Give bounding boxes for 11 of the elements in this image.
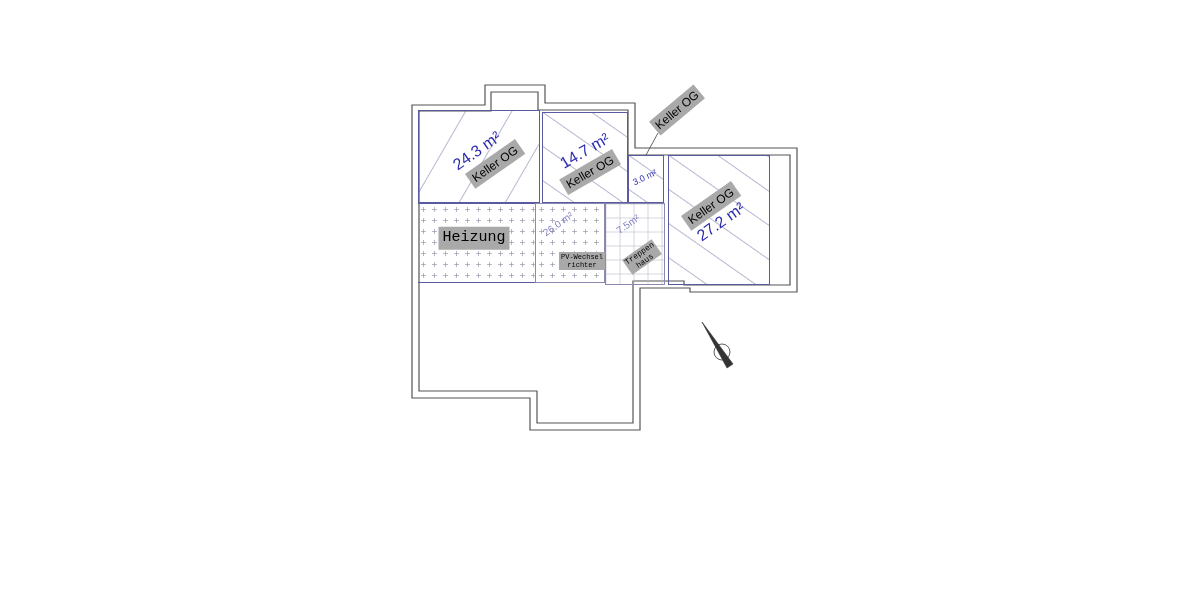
leader-line — [645, 132, 659, 156]
room — [605, 203, 665, 285]
room-name-label: Heizung — [438, 226, 510, 250]
area-label: 3.0 m² — [630, 166, 660, 190]
room — [418, 110, 540, 203]
room — [628, 155, 664, 203]
room — [535, 203, 605, 283]
room — [418, 203, 535, 283]
room — [542, 112, 628, 203]
area-label: 26.0 m² — [539, 208, 577, 240]
room — [668, 155, 770, 285]
